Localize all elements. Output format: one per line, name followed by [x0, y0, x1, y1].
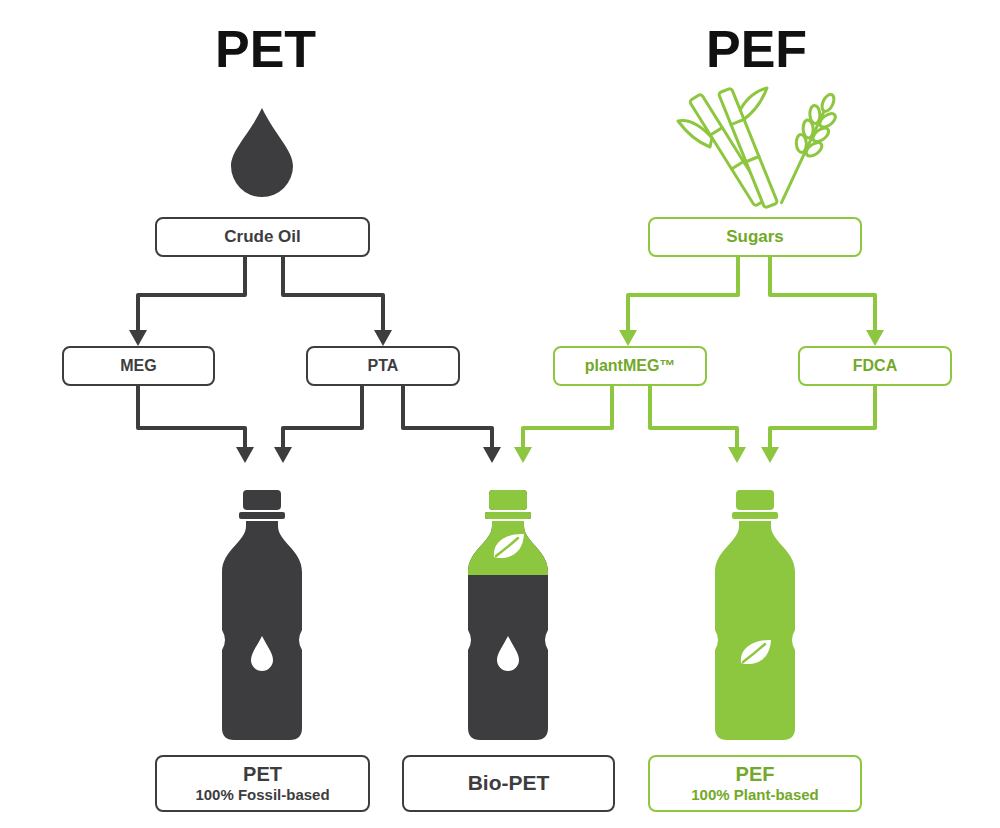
flow-arrow: [650, 386, 737, 455]
flow-arrow: [138, 386, 245, 455]
node-title: Sugars: [726, 227, 784, 247]
label-panel: PEF100% Plant-based: [648, 755, 862, 812]
material-box: Crude Oil: [155, 217, 370, 257]
product-node: PET100% Fossil-based: [155, 463, 370, 812]
drop-mark: [251, 636, 273, 671]
material-box: PTA: [306, 346, 460, 386]
node-subtitle: 100% Plant-based: [691, 786, 819, 803]
pet-bottle: [222, 490, 302, 740]
node-title: PET: [243, 763, 282, 786]
flow-arrow: [138, 257, 245, 338]
node-title: FDCA: [853, 357, 897, 375]
node-title: plantMEG™: [585, 357, 676, 375]
flow-arrow: [770, 257, 875, 338]
section-heading: PET: [215, 23, 316, 75]
flow-arrow: [770, 386, 875, 455]
material-box: Sugars: [648, 217, 862, 257]
node-title: PTA: [368, 357, 399, 375]
wheat-ear: [767, 88, 846, 209]
material-box: MEG: [62, 346, 215, 386]
leaf-mark: [494, 534, 524, 558]
plant-icon: [678, 88, 846, 209]
label-panel: PET100% Fossil-based: [155, 755, 370, 812]
material-box: FDCA: [798, 346, 952, 386]
node-title: Bio-PET: [468, 771, 550, 795]
flow-arrow: [283, 257, 383, 338]
oil-drop-icon: [231, 108, 293, 197]
flow-arrow: [628, 257, 738, 338]
leaf-mark: [741, 640, 771, 664]
flow-arrow: [403, 386, 492, 455]
drop-mark: [497, 636, 519, 671]
node-subtitle: 100% Fossil-based: [195, 786, 329, 803]
flow-arrow: [283, 386, 362, 455]
product-node: PEF100% Plant-based: [648, 463, 862, 812]
pef-bottle: [715, 490, 795, 740]
material-box: plantMEG™: [553, 346, 707, 386]
section-heading: PEF: [706, 23, 807, 75]
sugarcane-stalk: [718, 88, 777, 208]
label-panel: Bio-PET: [402, 755, 615, 812]
node-title: MEG: [120, 357, 156, 375]
node-title: PEF: [736, 763, 775, 786]
node-title: Crude Oil: [224, 227, 301, 247]
flow-arrow: [523, 386, 612, 455]
bio-pet-bottle: [468, 490, 548, 740]
product-node: Bio-PET: [402, 463, 615, 812]
